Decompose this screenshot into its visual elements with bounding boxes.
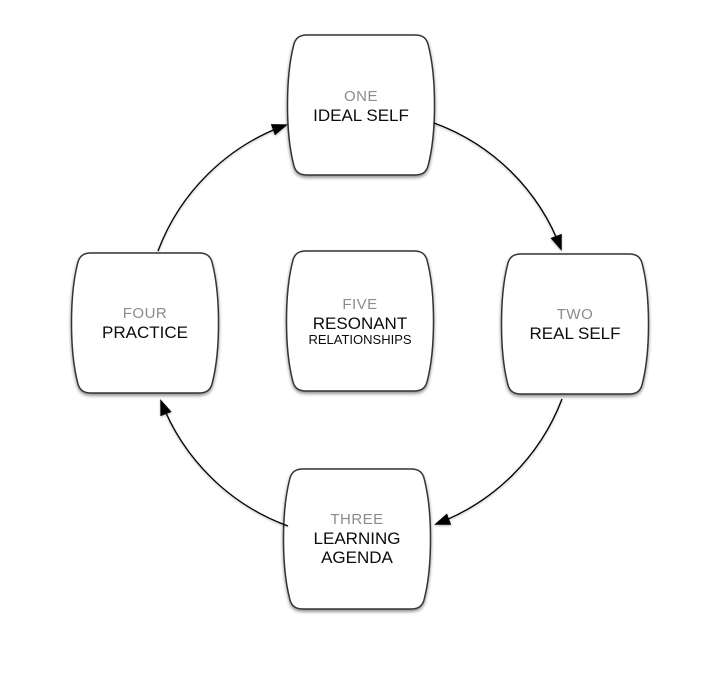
node-five-number: FIVE [342, 296, 377, 313]
node-one-number: ONE [344, 88, 378, 105]
node-one-shape [286, 34, 436, 176]
node-one: ONE IDEAL SELF [286, 34, 436, 176]
node-four-number: FOUR [123, 305, 168, 322]
node-one-label: IDEAL SELF [313, 106, 409, 125]
arrow-one-to-two [433, 122, 562, 251]
arrow-three-to-four [160, 399, 289, 527]
node-two-number: TWO [557, 306, 594, 323]
node-three-label-line2: AGENDA [321, 548, 393, 567]
arrow-two-to-three [434, 398, 563, 525]
node-two: TWO REAL SELF [500, 253, 650, 395]
node-five-label-line1: RESONANT [313, 314, 407, 333]
node-four-label: PRACTICE [102, 323, 188, 342]
node-three-label-line1: LEARNING [314, 529, 401, 548]
cycle-arrows [157, 122, 563, 527]
node-two-label: REAL SELF [529, 324, 620, 343]
node-five: FIVE RESONANT RELATIONSHIPS [285, 250, 435, 392]
arrow-four-to-one [157, 124, 288, 252]
node-four: FOUR PRACTICE [70, 252, 220, 394]
node-three: THREE LEARNING AGENDA [282, 468, 432, 610]
node-three-number: THREE [330, 511, 383, 528]
node-five-label-line2: RELATIONSHIPS [308, 332, 411, 347]
